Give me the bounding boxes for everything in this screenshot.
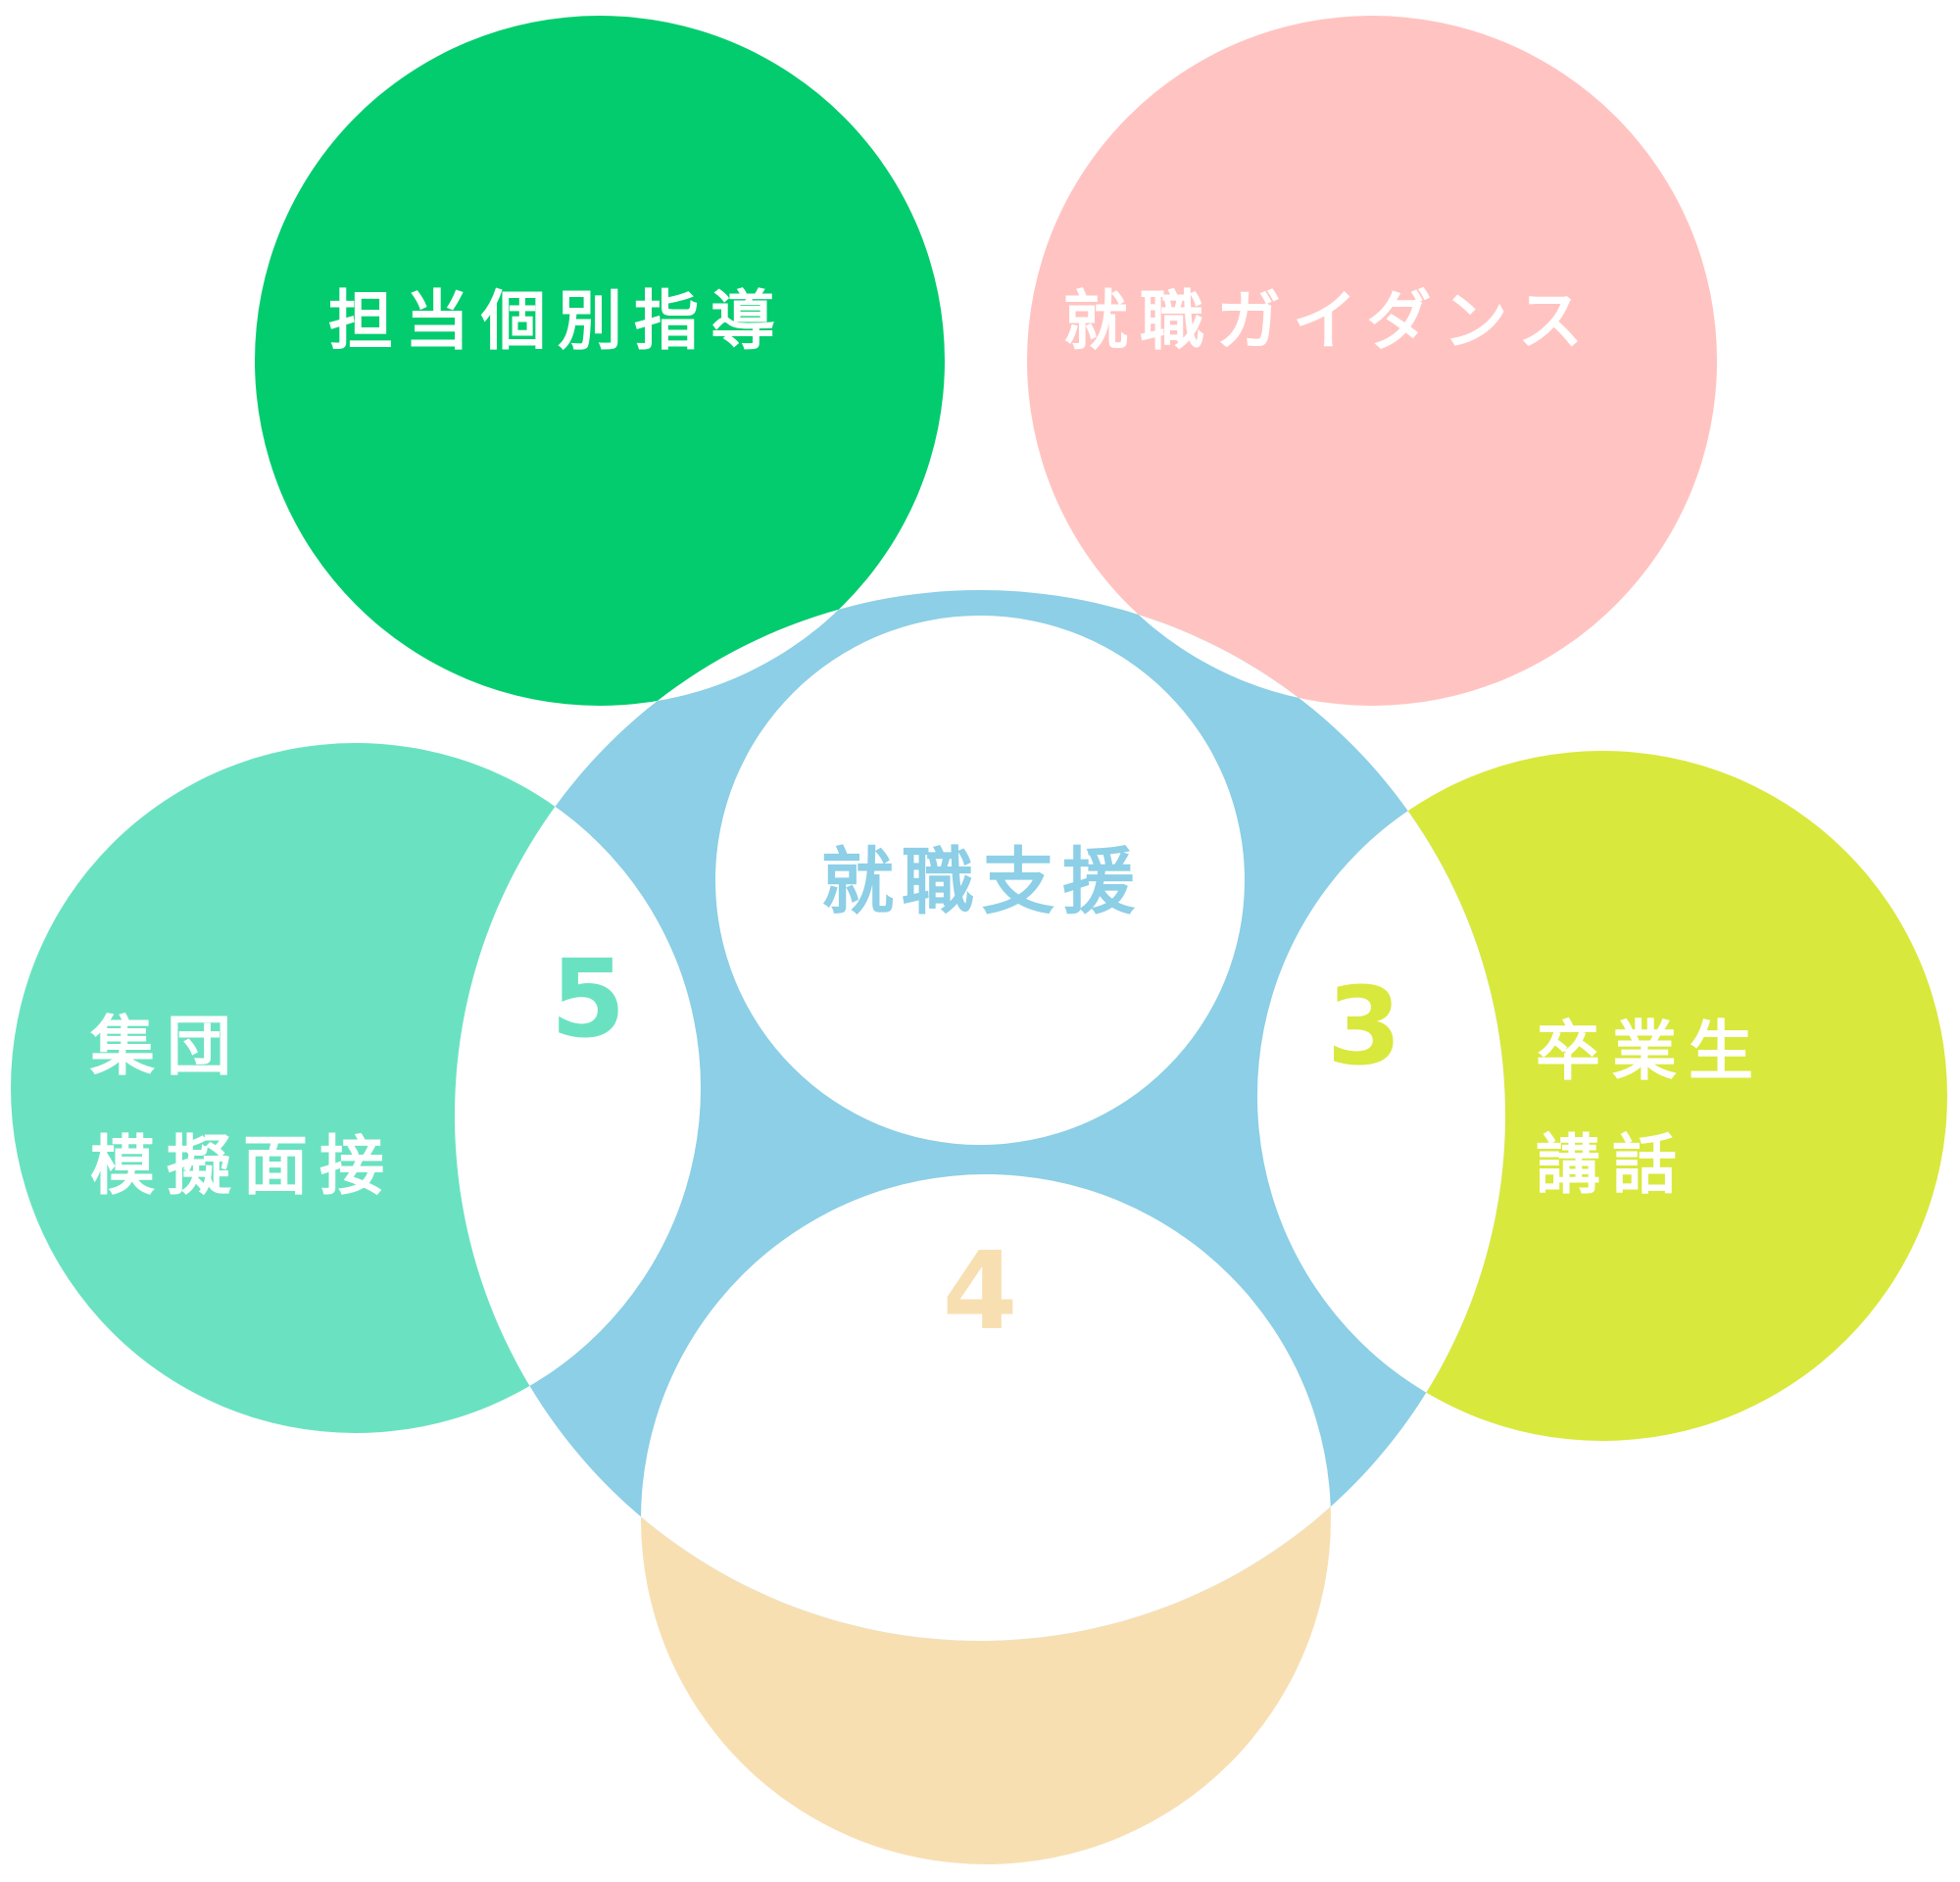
overlap-5 xyxy=(455,743,701,1433)
petal-1-circle xyxy=(255,16,945,706)
petal-3-label-line1: 卒業生 xyxy=(1536,1014,1765,1089)
overlap-3 xyxy=(1257,751,1505,1441)
center-label: 就職支援 xyxy=(821,840,1143,924)
petal-2-number: 2 xyxy=(1193,505,1268,630)
petal-2-circle xyxy=(1027,16,1717,706)
petal-5-label-line1: 集団 xyxy=(89,1009,243,1084)
petal-2-label: 就職ガイダンス xyxy=(1063,283,1594,359)
petal-1-label: 担当個別指導 xyxy=(328,283,787,359)
petal-3-label-line2: 講話 xyxy=(1536,1127,1689,1203)
petal-1-number: 1 xyxy=(688,495,763,620)
petal-numbers: 1 2 3 4 5 xyxy=(551,495,1402,1354)
petal-labels: 担当個別指導 就職ガイダンス 卒業生 講話 草苑就職フェア 集団 模擬面接 xyxy=(89,283,1765,1561)
petal-4-number: 4 xyxy=(943,1228,1018,1354)
petal-5-number: 5 xyxy=(551,936,626,1062)
overlap-areas xyxy=(455,590,1505,1641)
overlap-4 xyxy=(641,1174,1331,1641)
petal-4-label: 草苑就職フェア xyxy=(702,1486,1237,1561)
petal-3-number: 3 xyxy=(1327,964,1402,1089)
petal-5-label-line2: 模擬面接 xyxy=(90,1128,396,1204)
center-circle xyxy=(715,616,1245,1145)
